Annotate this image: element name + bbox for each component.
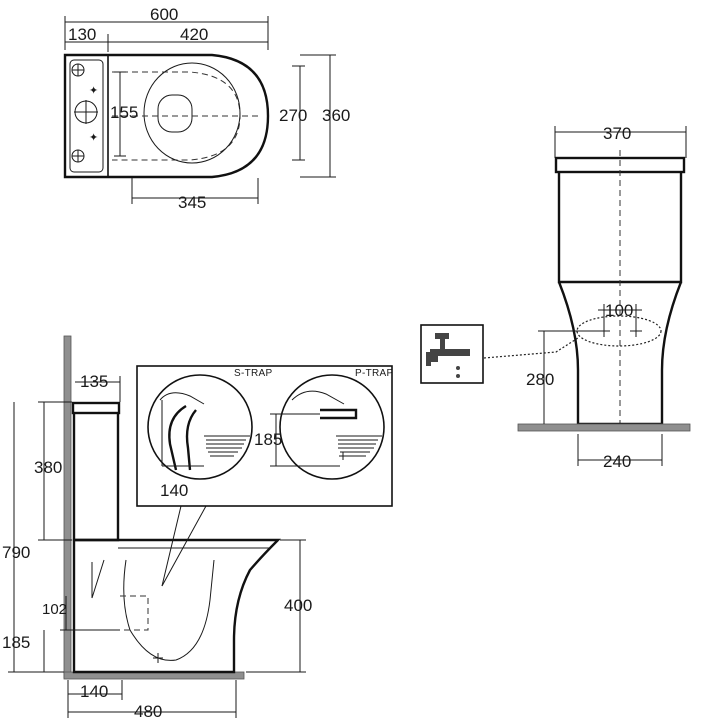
trap-detail: S-TRAP P-TRAP 140 185 — [136, 365, 393, 507]
front-floor — [517, 423, 691, 432]
svg-text:✦: ✦ — [89, 85, 98, 97]
dim-tank-width: 370 — [603, 124, 631, 143]
dim-p-trap: 185 — [254, 430, 282, 449]
top-view-outline — [63, 53, 270, 179]
dim-wall-to-outlet: 140 — [80, 682, 108, 701]
tap-box — [420, 324, 484, 384]
dim-projection: 480 — [134, 702, 162, 721]
s-trap-circle — [147, 374, 253, 480]
dim-tank-depth: 130 — [68, 25, 96, 44]
p-trap-hatch — [338, 439, 378, 457]
dim-base-width: 240 — [603, 452, 631, 471]
s-trap-label: S-TRAP — [234, 368, 272, 379]
dim-tank-offset: 135 — [80, 372, 108, 391]
dim-total-height: 790 — [2, 543, 30, 562]
dim-bowl-length: 420 — [180, 25, 208, 44]
side-bowl — [72, 538, 281, 674]
side-trapway — [123, 559, 215, 661]
dim-outlet-height-p: 102 — [42, 601, 67, 618]
top-view-seat — [157, 94, 193, 133]
water-tap-icon — [426, 333, 470, 378]
supply-connection-line — [483, 337, 579, 359]
trap-fixing-icon — [339, 452, 347, 460]
side-wall — [63, 335, 72, 679]
side-view: 135 380 790 400 102 185 140 480 — [2, 335, 312, 721]
dim-bowl-base: 345 — [178, 193, 206, 212]
s-trap-hatch — [206, 439, 246, 457]
dim-inlet-spacing: 100 — [605, 301, 633, 320]
top-view: ✦ ✦ 600 130 420 270 360 155 345 — [63, 5, 350, 212]
dim-s-trap: 140 — [160, 481, 188, 500]
fixing-hole-icon: ✦ ✦ — [71, 63, 98, 163]
dim-seat-inner: 270 — [279, 106, 307, 125]
top-view-tank — [65, 54, 109, 178]
p-trap-circle — [279, 374, 385, 480]
dim-fixing-spacing: 155 — [110, 103, 138, 122]
dim-bowl-height: 400 — [284, 596, 312, 615]
top-view-tank-inner — [69, 59, 104, 173]
fixing-point-icon — [153, 653, 163, 663]
p-trap-label: P-TRAP — [355, 368, 393, 379]
dim-overall-depth: 360 — [322, 106, 350, 125]
trap-detail-frame — [136, 365, 393, 507]
dim-inlet-height: 280 — [526, 370, 554, 389]
dim-overall-width: 600 — [150, 5, 178, 24]
dim-tank-height: 380 — [34, 458, 62, 477]
side-tank-lid — [71, 401, 121, 415]
front-view: 370 100 280 240 — [420, 124, 691, 471]
side-tank-body — [72, 413, 120, 542]
svg-text:✦: ✦ — [89, 132, 98, 144]
inlet-point-icon — [598, 325, 642, 337]
inlet-zone-ellipse — [576, 315, 662, 347]
top-view-bowl — [143, 62, 241, 164]
dim-outlet-height-s: 185 — [2, 633, 30, 652]
